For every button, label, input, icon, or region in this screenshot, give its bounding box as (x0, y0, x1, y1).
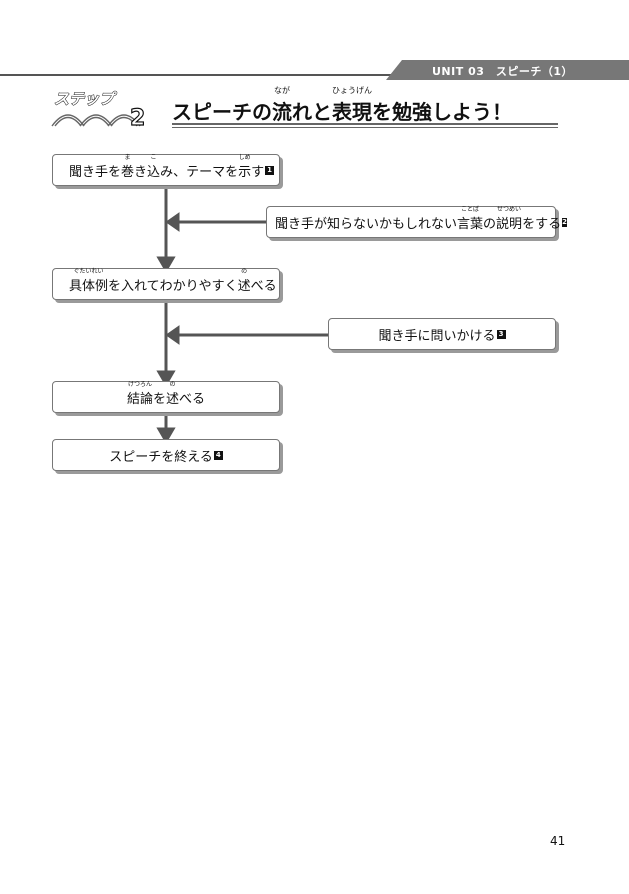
ruby-base: 具体例 (69, 278, 109, 294)
furigana: ま (124, 153, 131, 161)
ruby-word: 表現ひょうげん (332, 87, 372, 125)
ruby-word: 流なが (272, 87, 292, 125)
furigana: ひょうげん (332, 86, 372, 95)
note-marker: 3 (496, 329, 506, 339)
furigana: の (169, 380, 176, 388)
title-underline-thin (172, 127, 558, 128)
title-part: れと (292, 100, 332, 124)
ruby-word: 述の (166, 381, 180, 407)
box-text: をする (522, 216, 562, 232)
box-text: を入れてわかりやすく (108, 278, 238, 294)
step-title: スピーチの流 ながれと表現 ひょうげんを勉強しよう！ (172, 87, 512, 125)
box-text: べる (250, 278, 277, 294)
ruby-word: 具体例ぐたいれい (69, 268, 109, 294)
ruby-word: 言葉ことば (457, 206, 484, 232)
step-badge-text: ステップ (54, 90, 117, 108)
ruby-base: 巻 (121, 164, 135, 180)
arrowhead-main-3 (156, 427, 176, 444)
ruby-base: 結論 (126, 391, 153, 407)
unit-label: UNIT 03 スピーチ（1） (432, 65, 574, 78)
furigana: せつめい (497, 205, 522, 213)
furigana: しめ (238, 153, 251, 161)
ruby-base: 表現 (332, 100, 372, 124)
page-number: 41 (550, 834, 566, 848)
ruby-base: 述 (166, 391, 180, 407)
flow-box-5: 結論 けつろんを述のべる (52, 381, 280, 413)
step-number: 2 (130, 106, 145, 130)
unit-tab (386, 60, 629, 80)
box-text: スピーチを終える (109, 449, 213, 465)
ruby-word: 説明せつめい (496, 206, 523, 232)
arrowhead-side-1 (165, 212, 180, 232)
title-part: を勉強しよう！ (372, 100, 512, 124)
ruby-word: 込こ (147, 154, 161, 180)
flow-box-3: 具体例 ぐたいれいを入れてわかりやすく述のべる (52, 268, 280, 300)
note-marker: 4 (213, 450, 223, 460)
title-part: スピーチの (172, 100, 272, 124)
ruby-base: 述 (237, 278, 251, 294)
step-badge: ステップ 2 (51, 90, 146, 130)
box-text: を (152, 391, 166, 407)
box-text: 聞き手が知らないかもしれない (275, 216, 458, 232)
ruby-base: 流 (272, 100, 292, 124)
arrowhead-main-2 (156, 370, 176, 387)
box-text: 聞き手を (69, 164, 122, 180)
furigana: の (241, 267, 248, 275)
box-text: 聞き手に問いかける (378, 328, 496, 344)
ruby-base: 説明 (496, 216, 523, 232)
furigana: けつろん (127, 380, 152, 388)
header-rule (0, 74, 629, 76)
ruby-word: 結論けつろん (126, 381, 153, 407)
box-text: す (251, 164, 265, 180)
furigana: ことば (461, 205, 480, 213)
furigana: ぐたいれい (73, 267, 104, 275)
step-arch-graphic (51, 114, 141, 127)
arrowhead-main-1 (156, 256, 176, 273)
ruby-word: 述の (237, 268, 251, 294)
box-text: の (483, 216, 497, 232)
note-marker: 1 (265, 165, 275, 175)
ruby-base: 示 (238, 164, 252, 180)
ruby-word: 示しめ (238, 154, 252, 180)
arrowhead-side-2 (165, 325, 180, 345)
ruby-base: 言葉 (457, 216, 484, 232)
furigana: こ (150, 153, 157, 161)
box-text: み、テーマを (160, 164, 239, 180)
furigana: なが (274, 86, 290, 95)
title-underline (172, 123, 558, 125)
ruby-base: 込 (147, 164, 161, 180)
box-text: き (134, 164, 148, 180)
note-marker: 2 (562, 217, 567, 227)
ruby-word: 巻ま (121, 154, 135, 180)
box-text: べる (179, 391, 206, 407)
